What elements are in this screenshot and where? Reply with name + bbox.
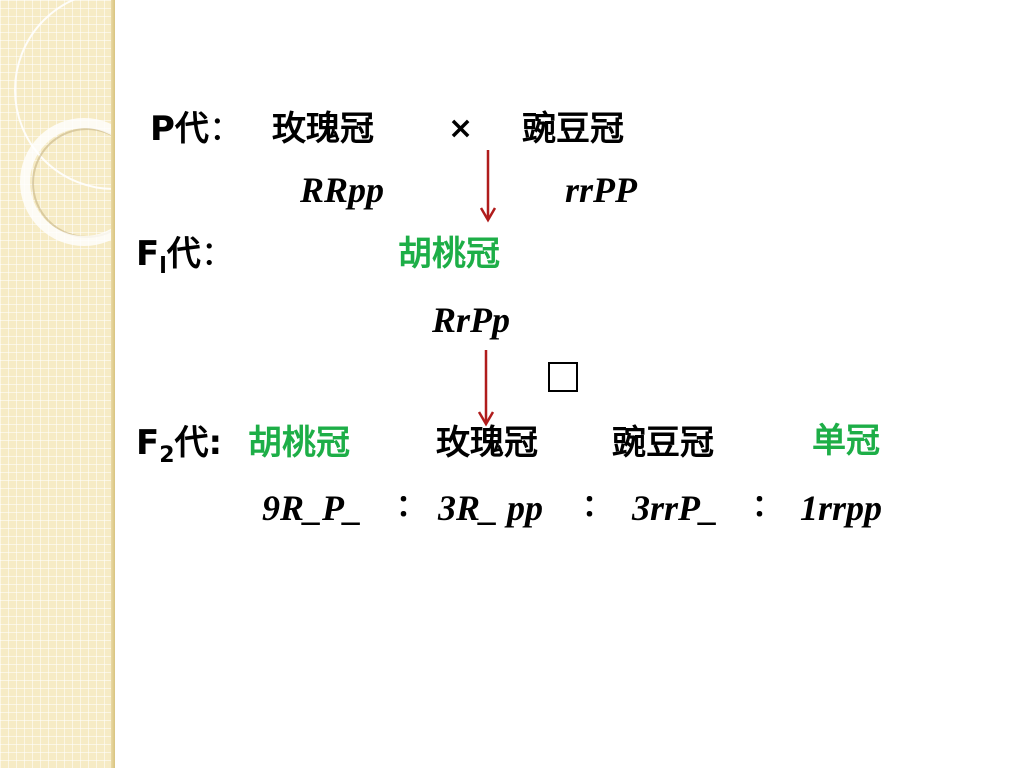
p-pea-genotype: rrPP — [565, 170, 637, 210]
f1-generation-label: Fl代： — [136, 237, 235, 278]
f2-pea-comb: 豌豆冠 — [612, 423, 714, 463]
f1-walnut-comb: 胡桃冠 — [398, 234, 500, 274]
f2-rose-comb: 玫瑰冠 — [436, 423, 538, 463]
f2-ratio-rose: 3R_ pp — [438, 488, 544, 528]
self-cross-square-icon — [548, 362, 578, 392]
p-generation-label: P代： — [150, 112, 243, 146]
f1-label-letter: F — [136, 234, 160, 274]
f2-ratio-walnut: 9R_P_ — [262, 488, 363, 528]
f1-label-subscript: l — [159, 254, 167, 279]
f2-single-comb: 单冠 — [812, 421, 880, 461]
decorative-sidebar — [0, 0, 115, 768]
f2-walnut-comb: 胡桃冠 — [248, 423, 350, 463]
ratio-separator: ： — [752, 489, 782, 524]
p-label-text: P代 — [150, 109, 209, 149]
sidebar-edge — [111, 0, 115, 768]
f2-ratio-single: 1rrpp — [800, 488, 883, 528]
down-arrow-icon — [479, 150, 497, 223]
p-rose-comb: 玫瑰冠 — [272, 109, 374, 149]
decorative-ring — [20, 118, 115, 246]
f2-label-subscript: 2 — [159, 443, 175, 468]
cross-symbol: × — [448, 111, 474, 146]
ratio-separator: ： — [396, 489, 426, 524]
ratio-separator: ： — [582, 489, 612, 524]
p-colon: ： — [208, 109, 243, 149]
f2-ratio-pea: 3rrP_ — [632, 488, 719, 528]
f2-label-letter: F — [136, 423, 160, 463]
down-arrow-icon — [477, 350, 495, 427]
f2-generation-label: F2代: — [136, 426, 222, 467]
f1-label-tail: 代 — [166, 234, 201, 274]
f1-genotype: RrPp — [432, 300, 511, 340]
p-rose-genotype: RRpp — [300, 170, 385, 210]
f1-colon: ： — [200, 234, 235, 274]
p-pea-comb: 豌豆冠 — [522, 109, 624, 149]
f2-label-tail: 代: — [174, 423, 223, 463]
